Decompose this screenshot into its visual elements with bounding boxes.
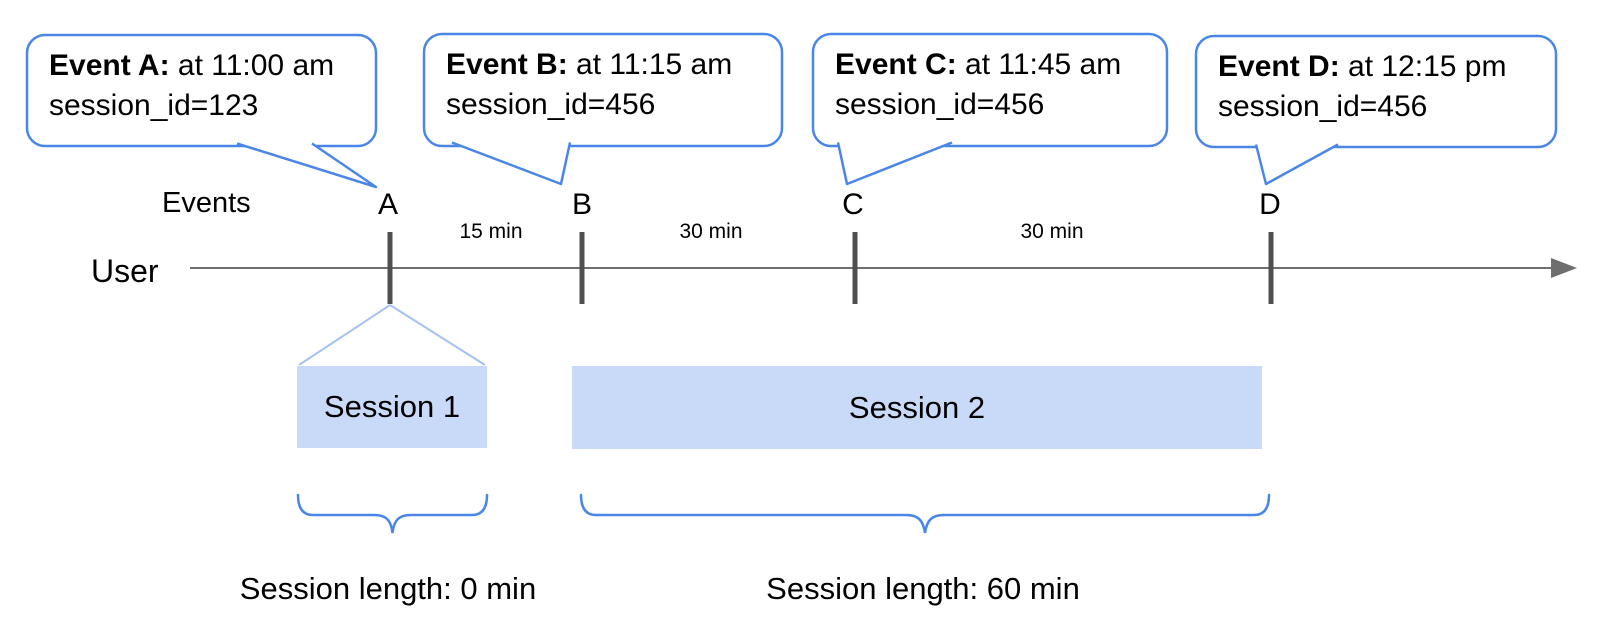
interval-a-b-label: 15 min [459,220,523,243]
event-d-label: D [1259,188,1281,221]
session-2-box: Session 2 [572,366,1262,449]
event-b-callout-line1: Event B: at 11:15 am [446,45,732,85]
session-2-length-label: Session length: 60 min [766,571,1080,606]
event-a-time: at 11:00 am [169,49,335,82]
event-d-callout-line1: Event D: at 12:15 pm [1218,47,1506,87]
event-d-time: at 12:15 pm [1339,50,1507,83]
event-a-session-id: session_id=123 [49,89,259,122]
event-c-callout-line1: Event C: at 11:45 am [835,45,1121,85]
event-a-callout-tail [236,142,378,189]
interval-c-d-label: 30 min [1020,220,1084,243]
event-b-callout-bubble [422,32,784,148]
event-b-callout-tail [451,141,572,186]
event-a-callout-line1: Event A: at 11:00 am [49,46,334,86]
event-b-time: at 11:15 am [567,48,733,81]
event-a-label: A [377,188,398,221]
event-d-callout-bubble [1194,34,1558,149]
event-b-title: Event B: [446,48,568,81]
event-d-title: Event D: [1218,50,1340,83]
session-2-label: Session 2 [848,389,986,425]
event-c-title: Event C: [835,48,957,81]
session-1-box: Session 1 [297,366,487,448]
event-d-callout-text: Event D: at 12:15 pm session_id=456 [1218,47,1506,127]
event-a-title: Event A: [49,49,170,82]
event-c-callout-tail [836,141,953,186]
interval-b-c-label: 30 min [679,220,743,243]
session1-brace [296,493,489,534]
event-c-session-id: session_id=456 [835,88,1045,121]
session-1-label: Session 1 [323,389,461,424]
event-c-label: C [842,188,864,221]
event-d-session-id: session_id=456 [1218,90,1428,123]
events-axis-label: Events [162,187,251,219]
timeline-arrowhead-icon [1551,258,1577,278]
event-b-callout-text: Event B: at 11:15 am session_id=456 [446,45,732,125]
session1-funnel-left-line [298,304,391,366]
event-b-label: B [571,188,592,221]
user-axis-label: User [91,253,159,289]
event-d-callout-tail [1254,143,1339,186]
event-c-time: at 11:45 am [956,48,1122,81]
session2-brace [579,493,1271,534]
event-c-callout-bubble [811,32,1169,148]
event-a-callout-bubble [25,33,378,148]
session-1-length-label: Session length: 0 min [239,571,537,606]
event-b-session-id: session_id=456 [446,88,656,121]
event-c-callout-text: Event C: at 11:45 am session_id=456 [835,45,1121,125]
event-a-callout-text: Event A: at 11:00 am session_id=123 [49,46,334,126]
session1-funnel-right-line [389,304,486,366]
